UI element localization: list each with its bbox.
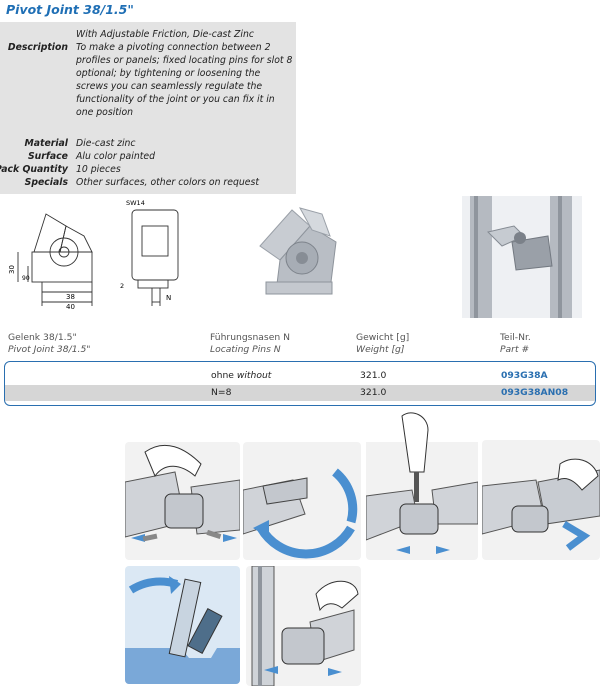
instruction-step-3 bbox=[366, 412, 478, 560]
instruction-step-4 bbox=[482, 440, 600, 560]
spec-value: 10 pieces bbox=[76, 164, 121, 175]
instruction-step-1 bbox=[125, 442, 240, 560]
header-en: Weight [g] bbox=[356, 344, 405, 355]
table-row: N=8 321.0 093G38AN08 bbox=[5, 385, 595, 401]
page-title: Pivot Joint 38/1.5" bbox=[6, 2, 134, 17]
header-item: Gelenk 38/1.5" Pivot Joint 38/1.5" bbox=[8, 332, 91, 356]
header-de: Führungsnasen N bbox=[210, 332, 290, 343]
header-en: Pivot Joint 38/1.5" bbox=[8, 344, 91, 355]
weight-cell: 321.0 bbox=[360, 370, 387, 381]
instruction-step-5 bbox=[125, 566, 240, 684]
product-photo bbox=[259, 207, 337, 295]
dim-30-label: 30 bbox=[8, 265, 16, 274]
part-number[interactable]: 093G38A bbox=[501, 370, 548, 381]
spec-label: Surface bbox=[27, 151, 68, 162]
header-de: Gewicht [g] bbox=[356, 332, 410, 343]
spec-subtitle: With Adjustable Friction, Die-cast Zinc bbox=[76, 29, 254, 40]
dim-40-label: 40 bbox=[66, 303, 75, 311]
spec-value: Die-cast zinc bbox=[76, 138, 136, 149]
weight-cell: 321.0 bbox=[360, 387, 387, 398]
spec-label: Description bbox=[7, 42, 68, 53]
pins-en: without bbox=[236, 370, 272, 381]
header-pins: Führungsnasen N Locating Pins N bbox=[210, 332, 290, 356]
spec-label: Pack Quantity bbox=[0, 164, 68, 175]
header-en: Locating Pins N bbox=[210, 344, 281, 355]
header-de: Teil-Nr. bbox=[500, 332, 531, 343]
header-weight: Gewicht [g] Weight [g] bbox=[356, 332, 409, 356]
spec-value: Other surfaces, other colors on request bbox=[76, 177, 259, 188]
table-row: ohne without 321.0 093G38A bbox=[5, 368, 595, 384]
dim-2-label: 2 bbox=[120, 282, 124, 290]
spec-value: To make a pivoting connection between 2 … bbox=[76, 42, 293, 118]
header-de: Gelenk 38/1.5" bbox=[8, 332, 77, 343]
applied-photo bbox=[462, 196, 582, 318]
parts-table: ohne without 321.0 093G38A N=8 321.0 093… bbox=[4, 361, 596, 406]
sw-label: SW14 bbox=[126, 199, 145, 207]
pins-de: ohne bbox=[211, 370, 234, 381]
header-en: Part # bbox=[500, 344, 530, 355]
instruction-step-6 bbox=[246, 566, 361, 686]
side-view-drawing: SW14 2 N bbox=[120, 199, 179, 306]
pins-cell: N=8 bbox=[211, 387, 232, 398]
pins-cell: ohne without bbox=[211, 368, 271, 384]
dim-90-label: 90 bbox=[22, 275, 30, 282]
n-label: N bbox=[166, 294, 171, 302]
spec-label: Specials bbox=[24, 177, 68, 188]
dim-38-label: 38 bbox=[66, 293, 75, 301]
spec-panel: With Adjustable Friction, Die-cast Zinc … bbox=[0, 22, 296, 194]
part-number[interactable]: 093G38AN08 bbox=[501, 387, 569, 398]
instruction-step-2 bbox=[243, 442, 361, 560]
header-part: Teil-Nr. Part # bbox=[500, 332, 531, 356]
product-images: 30 90 38 40 SW14 2 N bbox=[0, 196, 600, 320]
spec-label: Material bbox=[24, 138, 68, 149]
spec-value: Alu color painted bbox=[76, 151, 155, 162]
front-view-drawing: 30 90 38 40 bbox=[8, 213, 93, 311]
